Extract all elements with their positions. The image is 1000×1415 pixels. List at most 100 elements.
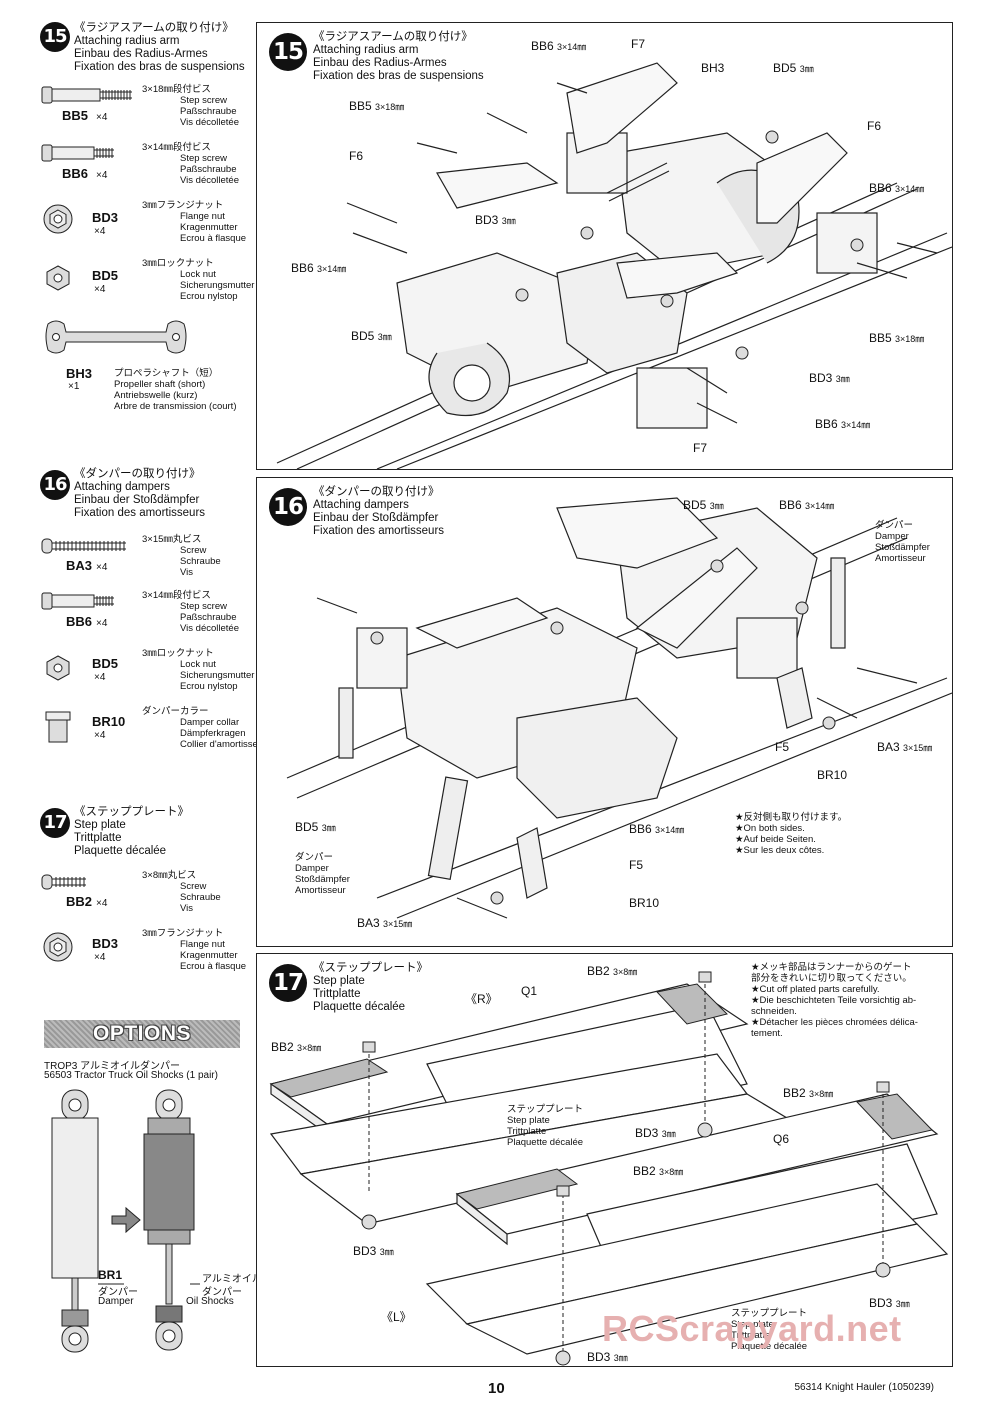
size: 3×14㎜: [655, 825, 685, 835]
step-screw-short-icon: [41, 592, 114, 610]
step-de: Trittplatte: [507, 1126, 547, 1137]
step-fr: Plaquette décalée: [731, 1341, 808, 1352]
size: 3㎜: [379, 1247, 394, 1257]
step15-panel-badge: 15: [269, 33, 307, 71]
label-bd3-left: BD3 3㎜: [353, 1244, 394, 1258]
name-fr: Vis décolletée: [180, 175, 239, 186]
code: BD3: [475, 213, 499, 227]
size: 3㎜: [835, 374, 850, 384]
propeller-shaft-icon: [45, 320, 187, 354]
part-br10: BR10 ×4 ダンパーカラー Damper collar Dämpferkra…: [40, 706, 266, 756]
code: BD3: [809, 371, 833, 385]
part-code-bh3: BH3: [66, 366, 93, 381]
label-bb6-right: BB6 3×14㎜: [869, 181, 924, 195]
name-en: Lock nut: [180, 659, 216, 670]
damper-de: Stoßdämpfer: [295, 874, 350, 885]
step17-panel: 17 《ステッププレート》 Step plate Trittplatte Pla…: [256, 953, 953, 1367]
part-qty: ×4: [96, 112, 108, 123]
part-code: BR10: [92, 714, 126, 729]
part-qty: ×4: [94, 226, 106, 237]
step-screw-short-icon: [41, 144, 114, 162]
br1-code: BR1: [98, 1268, 123, 1282]
note-line: ★Die beschichteten Teile vorsichtig ab-: [751, 995, 917, 1006]
label-bb5-left: BB5 3×18㎜: [349, 99, 404, 113]
name-en: Lock nut: [180, 269, 216, 280]
label-bd3-right: BD3 3㎜: [809, 371, 850, 385]
panel-title-en: Attaching radius arm: [313, 44, 419, 56]
part-bb6: BB6 ×4 3×14㎜段付ビス Step screw Paßschraube …: [40, 142, 255, 192]
part-code: BB5: [62, 108, 89, 123]
step-jp: ステッププレート: [507, 1104, 584, 1115]
damper-jp: ダンパー: [875, 520, 914, 531]
part-bb5: BB5 ×4 3×18㎜段付ビス Step screw Paßschraube …: [40, 84, 255, 134]
label-bb6-a: BB6 3×14㎜: [531, 39, 586, 53]
panel-title-fr: Fixation des amortisseurs: [313, 525, 445, 537]
size: 3㎜: [895, 1299, 910, 1309]
options-banner-text: OPTIONS: [92, 1022, 191, 1045]
name-de: Kragenmutter: [180, 950, 238, 961]
part-qty: ×4: [96, 618, 108, 629]
label-bb5-right: BB5 3×18㎜: [869, 331, 924, 345]
name-jp: 3×15㎜丸ビス: [142, 534, 202, 545]
name-en: Step screw: [180, 95, 227, 106]
code: BB5: [349, 99, 372, 113]
name-de: Dämpferkragen: [180, 728, 246, 739]
label-bb2-top: BB2 3×8㎜: [587, 964, 637, 978]
size: 3×14㎜: [841, 420, 871, 430]
br1-jp: ダンパー: [98, 1287, 138, 1298]
label-bh3: BH3: [701, 61, 725, 75]
damper-fr: Amortisseur: [875, 553, 926, 564]
name-fr: Vis décolletée: [180, 623, 239, 634]
part-name-bh3: プロペラシャフト（短） Propeller shaft (short) Antr…: [114, 368, 236, 412]
part-qty: ×4: [96, 170, 108, 181]
label-bb2-right: BB2 3×8㎜: [783, 1086, 833, 1100]
panel-title-jp: 《ダンパーの取り付け》: [313, 486, 440, 498]
panel-title-fr: Plaquette décalée: [313, 1001, 406, 1013]
panel-title-de: Einbau des Radius-Armes: [313, 57, 447, 69]
name-jp: 3×8㎜丸ビス: [142, 870, 197, 881]
step-de: Trittplatte: [731, 1330, 771, 1341]
step-screw-long-icon: [41, 86, 132, 104]
name-en: Step screw: [180, 153, 227, 164]
part-qty: ×4: [96, 898, 108, 909]
part-bb6-s16: BB6 ×4 3×14㎜段付ビス Step screw Paßschraube …: [40, 590, 255, 640]
name-de: Schraube: [180, 892, 221, 903]
code: BB2: [587, 964, 610, 978]
note-line: tement.: [751, 1028, 783, 1039]
lock-nut-icon: [46, 265, 70, 291]
part-code: BB2: [66, 894, 93, 909]
label-r-mark: 《R》: [465, 992, 498, 1006]
name-de: Paßschraube: [180, 106, 237, 117]
name-en: Damper collar: [180, 717, 240, 728]
part-bb2: BB2 ×4 3×8㎜丸ビス Screw Schraube Vis: [40, 870, 255, 920]
options-line1: TROP3 アルミオイルダンパー: [44, 1061, 181, 1072]
label-br10-right: BR10: [817, 768, 848, 782]
name-jp: 3×14㎜段付ビス: [142, 590, 211, 601]
step16-panel: 16 《ダンパーの取り付け》 Attaching dampers Einbau …: [256, 477, 953, 947]
step17-title-en: Step plate: [74, 819, 126, 831]
name-de: Kragenmutter: [180, 222, 238, 233]
name-en: Step screw: [180, 601, 227, 612]
step17-panel-title: 《ステッププレート》 Step plate Trittplatte Plaque…: [313, 962, 428, 1014]
step17-note: ★メッキ部品はランナーからのゲート 部分をきれいに切り取ってください。 ★Cut…: [751, 962, 918, 1039]
part-name: 3×14㎜段付ビス Step screw Paßschraube Vis déc…: [142, 142, 239, 186]
part-code: BB6: [62, 166, 89, 181]
code: BB2: [783, 1086, 806, 1100]
step15-title-de: Einbau des Radius-Armes: [74, 48, 208, 60]
label-bb6-left: BB6 3×14㎜: [291, 261, 346, 275]
step-en: Step plate: [731, 1319, 774, 1330]
name-fr: Vis: [180, 567, 194, 578]
oil-shocks-illustration: [51, 1089, 200, 1353]
code: BD5: [351, 329, 375, 343]
flange-nut-icon: [43, 932, 73, 962]
code: BB6: [779, 498, 802, 512]
code: BB5: [869, 331, 892, 345]
size: 3×14㎜: [557, 42, 587, 52]
name-en: Propeller shaft (short): [114, 379, 206, 390]
step-en: Step plate: [507, 1115, 550, 1126]
part-bd5: BD5 ×4 3㎜ロックナット Lock nut Sicherungsmutte…: [40, 258, 255, 308]
name-jp: 3㎜フランジナット: [142, 200, 224, 211]
label-q1: Q1: [521, 984, 538, 998]
code: BB6: [815, 417, 838, 431]
note-fr: ★Sur les deux côtes.: [735, 845, 825, 856]
